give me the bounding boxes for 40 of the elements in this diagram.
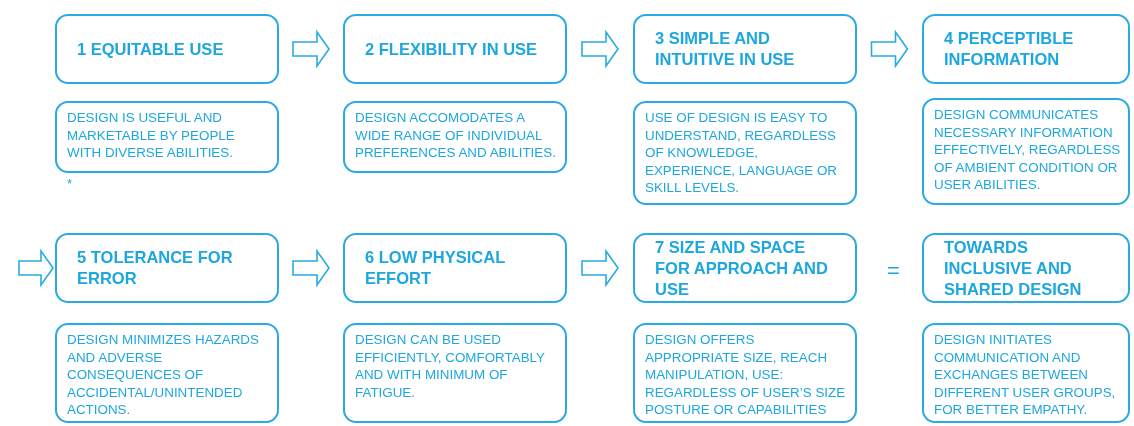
principle-title: 1 EQUITABLE USE xyxy=(77,38,224,60)
description-box xyxy=(922,98,1130,205)
principle-box xyxy=(343,233,567,303)
principle-box xyxy=(633,14,857,84)
description-box xyxy=(633,101,857,205)
description-text: DESIGN COMMUNICATES NECESSARY INFORMATION EFFECTIVELY, REGARDLESS OF AMBIENT CONDITION OR USER ABILITIES. xyxy=(934,106,1122,194)
description-text: DESIGN MINIMIZES HAZARDS AND ADVERSE CONSEQUENCES OF ACCIDENTAL/UNINTENDED ACTIONS. xyxy=(67,331,260,419)
principle-box xyxy=(55,14,279,84)
block-arrow xyxy=(581,248,619,288)
principle-box xyxy=(633,233,857,303)
block-arrow xyxy=(870,29,909,69)
principle-box xyxy=(55,233,279,303)
description-text: DESIGN ACCOMODATES A WIDE RANGE OF INDIVIDUAL PREFERENCES AND ABILITIES. xyxy=(355,109,557,162)
principle-title: 5 TOLERANCE FOR ERROR xyxy=(77,247,234,289)
description-box xyxy=(55,323,279,423)
description-text: DESIGN IS USEFUL AND MARKETABLE BY PEOPLE WITH DIVERSE ABILITIES. xyxy=(67,109,236,162)
footnote-mark: * xyxy=(67,176,73,191)
equals-sign: = xyxy=(887,258,900,284)
principle-box xyxy=(343,14,567,84)
description-text: DESIGN CAN BE USED EFFICIENTLY, COMFORTABLY AND WITH MINIMUM OF FATIGUE. xyxy=(355,331,546,401)
principle-box xyxy=(922,233,1130,303)
principle-title: 2 FLEXIBILITY IN USE xyxy=(365,38,538,60)
description-text: DESIGN INITIATES COMMUNICATION AND EXCHANGES BETWEEN DIFFERENT USER GROUPS, FOR BETTER EMPATHY. xyxy=(934,331,1117,419)
block-arrow xyxy=(581,29,619,69)
principle-title: TOWARDS INCLUSIVE AND SHARED DESIGN xyxy=(944,236,1083,300)
block-arrow xyxy=(18,248,54,288)
description-box xyxy=(55,101,279,173)
principle-title: 3 SIMPLE AND INTUITIVE IN USE xyxy=(655,28,796,70)
block-arrow xyxy=(292,29,330,69)
description-box xyxy=(633,323,857,423)
description-text: DESIGN OFFERS APPROPRIATE SIZE, REACH MANIPULATION, USE: REGARDLESS OF USER’S SIZE POSTURE OR CAPABILITIES xyxy=(645,331,847,419)
description-text: USE OF DESIGN IS EASY TO UNDERSTAND, REGARDLESS OF KNOWLEDGE, EXPERIENCE, LANGUAGE OR SKILL LEVELS. xyxy=(645,109,838,197)
description-box xyxy=(343,323,567,423)
principle-title: 7 SIZE AND SPACE FOR APPROACH AND USE xyxy=(655,236,829,300)
description-box xyxy=(343,101,567,173)
principle-box xyxy=(922,14,1130,84)
principle-title: 6 LOW PHYSICAL EFFORT xyxy=(365,247,506,289)
block-arrow xyxy=(292,248,330,288)
principle-title: 4 PERCEPTIBLE INFORMATION xyxy=(944,28,1075,70)
description-box xyxy=(922,323,1130,423)
